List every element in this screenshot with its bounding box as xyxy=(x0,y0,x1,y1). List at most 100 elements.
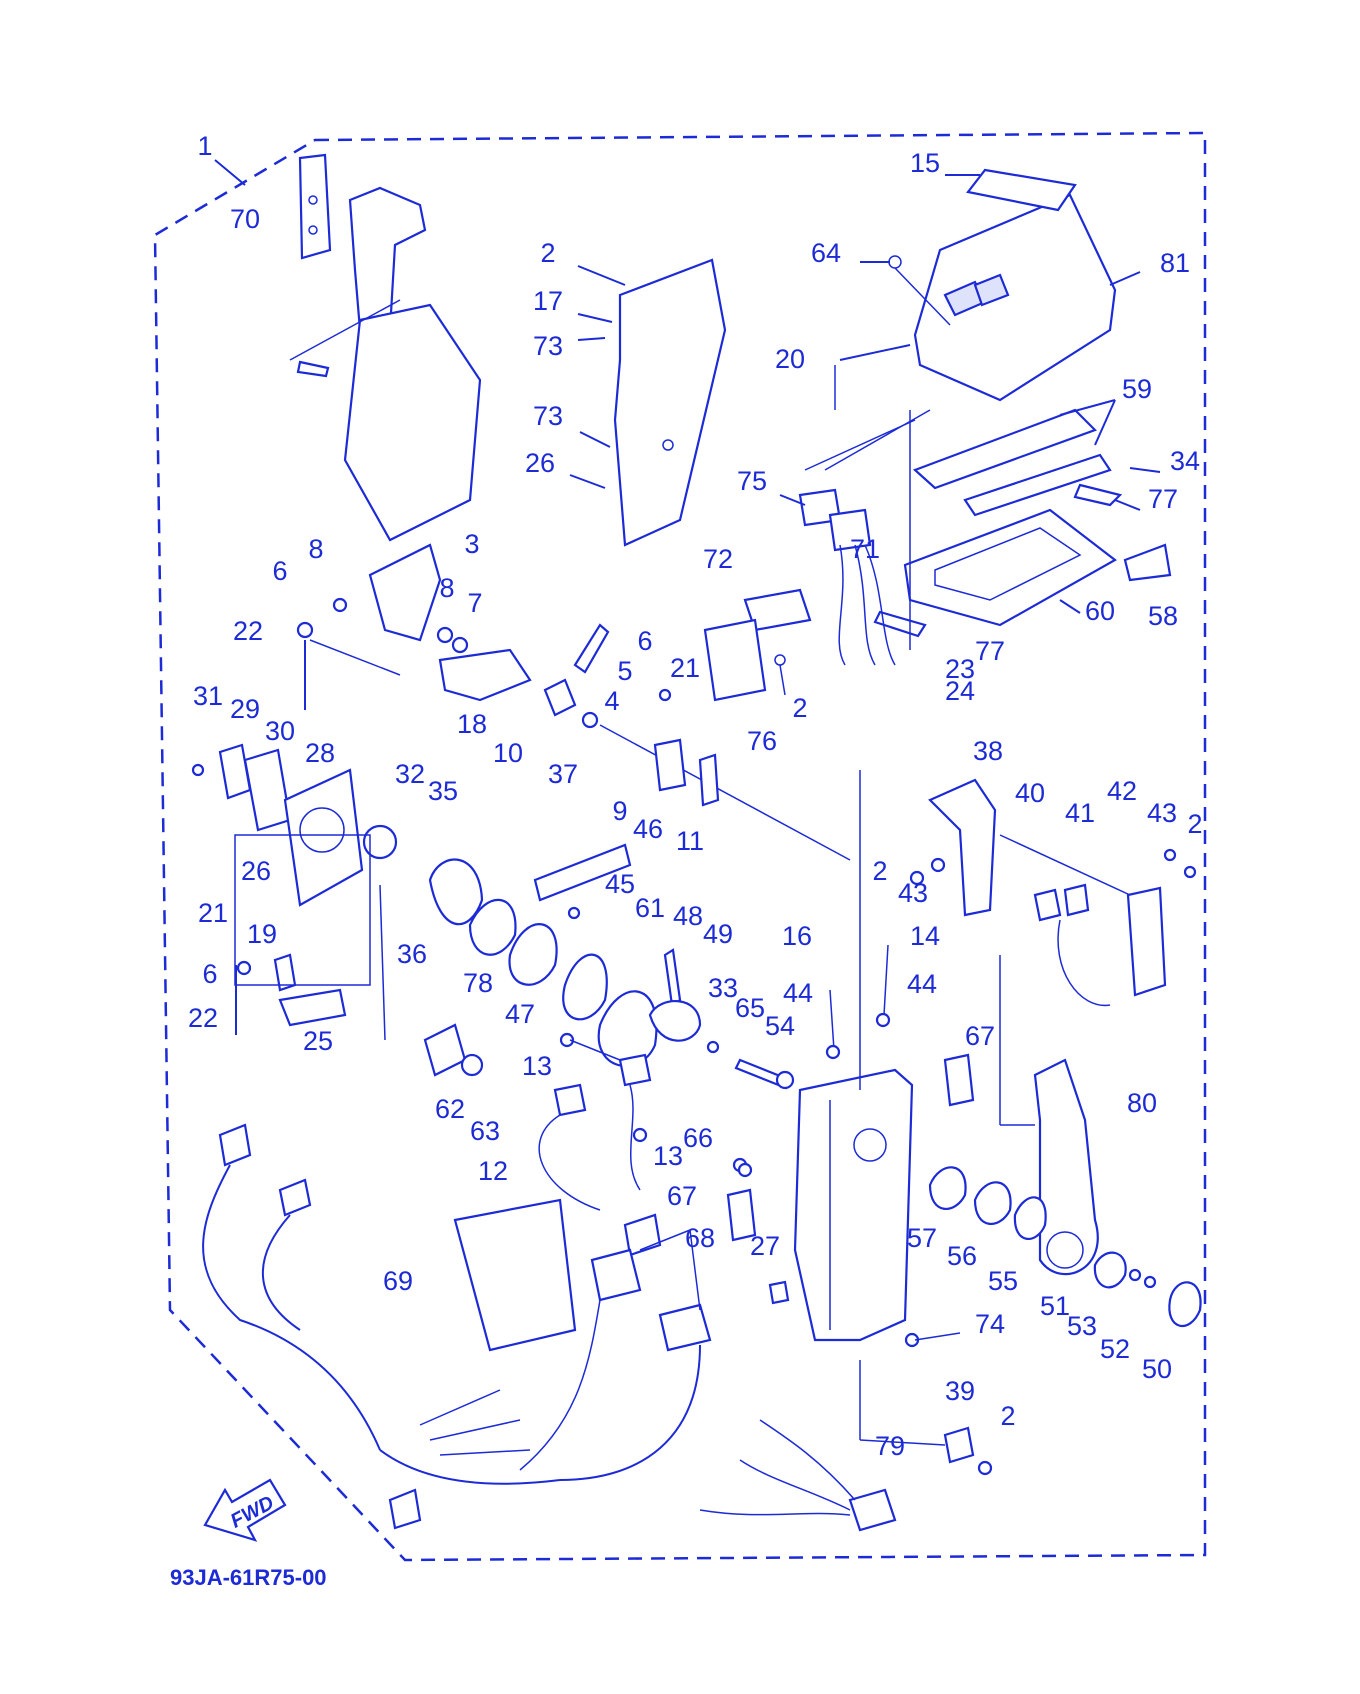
callout-c39: 39 xyxy=(945,1376,975,1406)
callout-c26a: 26 xyxy=(525,448,555,478)
callout-c12: 12 xyxy=(478,1156,508,1186)
callout-c16: 16 xyxy=(782,921,812,951)
callout-c51: 51 xyxy=(1040,1291,1070,1321)
handle-assembly xyxy=(289,153,482,542)
callout-c44b: 44 xyxy=(907,969,937,999)
callout-c55: 55 xyxy=(988,1266,1018,1296)
callout-c40: 40 xyxy=(1015,778,1045,808)
callout-c1: 1 xyxy=(197,131,212,161)
callout-c28: 28 xyxy=(305,738,335,768)
callout-c7: 7 xyxy=(467,588,482,618)
callout-c30: 30 xyxy=(265,716,295,746)
callout-c43a: 43 xyxy=(1147,798,1177,828)
callout-c62: 62 xyxy=(435,1094,465,1124)
callout-c8a: 8 xyxy=(308,534,323,564)
callout-c14: 14 xyxy=(910,921,940,951)
callout-c63: 63 xyxy=(470,1116,500,1146)
callout-c32: 32 xyxy=(395,759,425,789)
shift-linkage xyxy=(296,543,851,861)
housing-stack xyxy=(191,743,658,1077)
callout-c19: 19 xyxy=(247,919,277,949)
callout-c2b: 2 xyxy=(792,693,807,723)
mounting-plate xyxy=(569,258,727,547)
callout-c18: 18 xyxy=(457,709,487,739)
callout-c75: 75 xyxy=(737,466,767,496)
callout-c45: 45 xyxy=(605,869,635,899)
callout-c22a: 22 xyxy=(233,616,263,646)
callout-c6c: 6 xyxy=(202,959,217,989)
callout-c47: 47 xyxy=(505,999,535,1029)
callout-c58: 58 xyxy=(1148,601,1178,631)
callout-c57: 57 xyxy=(907,1223,937,1253)
callout-c15: 15 xyxy=(910,148,940,178)
callout-c70: 70 xyxy=(230,204,260,234)
callout-c2d: 2 xyxy=(872,856,887,886)
callout-c2a: 2 xyxy=(540,238,555,268)
fwd-arrow: FWD xyxy=(203,1478,287,1542)
callout-c34: 34 xyxy=(1170,446,1200,476)
callout-c13b: 13 xyxy=(653,1141,683,1171)
right-lever xyxy=(909,778,1197,1007)
callout-c73b: 73 xyxy=(533,401,563,431)
callout-c17: 17 xyxy=(533,286,563,316)
callout-c21a: 21 xyxy=(670,653,700,683)
callout-c27: 27 xyxy=(750,1231,780,1261)
callout-c69: 69 xyxy=(383,1266,413,1296)
callout-c21b: 21 xyxy=(198,898,228,928)
callout-c4: 4 xyxy=(604,686,619,716)
callout-c54: 54 xyxy=(765,1011,795,1041)
drawing-code: 93JA-61R75-00 xyxy=(170,1565,327,1590)
callout-c80: 80 xyxy=(1127,1088,1157,1118)
callout-c25: 25 xyxy=(303,1026,333,1056)
callout-c35: 35 xyxy=(428,776,458,806)
callout-c9: 9 xyxy=(612,796,627,826)
callout-c68: 68 xyxy=(685,1223,715,1253)
callout-c53: 53 xyxy=(1067,1311,1097,1341)
callout-c26b: 26 xyxy=(241,856,271,886)
callout-c49: 49 xyxy=(703,919,733,949)
callout-c6b: 6 xyxy=(637,626,652,656)
callout-c61: 61 xyxy=(635,893,665,923)
switch-assembly xyxy=(703,344,931,702)
callout-c22b: 22 xyxy=(188,1003,218,1033)
callout-c20: 20 xyxy=(775,344,805,374)
callout-c48: 48 xyxy=(673,901,703,931)
callout-c10: 10 xyxy=(493,738,523,768)
wiring-harness xyxy=(202,1123,701,1530)
callout-c8b: 8 xyxy=(439,573,454,603)
callout-c42: 42 xyxy=(1107,776,1137,806)
callout-c81: 81 xyxy=(1160,248,1190,278)
assembly-boundary xyxy=(153,131,1207,1562)
callout-c64: 64 xyxy=(811,238,841,268)
callout-c79: 79 xyxy=(875,1431,905,1461)
callout-c38: 38 xyxy=(973,736,1003,766)
callout-c59: 59 xyxy=(1122,374,1152,404)
callout-c41: 41 xyxy=(1065,798,1095,828)
callout-c74: 74 xyxy=(975,1309,1005,1339)
control-arm xyxy=(928,955,1202,1328)
callout-c77a: 77 xyxy=(1148,484,1178,514)
leader-1 xyxy=(214,159,246,186)
main-body xyxy=(726,770,975,1348)
callout-c3: 3 xyxy=(464,529,479,559)
callout-c2c: 2 xyxy=(1187,809,1202,839)
callout-c67b: 67 xyxy=(667,1181,697,1211)
callout-c23: 23 xyxy=(945,654,975,684)
top-cover xyxy=(860,168,1141,402)
callout-c78: 78 xyxy=(463,968,493,998)
callout-c76: 76 xyxy=(747,726,777,756)
callout-c29: 29 xyxy=(230,694,260,724)
callout-c5: 5 xyxy=(617,656,632,686)
callout-c50: 50 xyxy=(1142,1354,1172,1384)
callout-c24: 24 xyxy=(945,676,975,706)
callout-c37: 37 xyxy=(548,759,578,789)
callout-c60: 60 xyxy=(1085,596,1115,626)
base-rails xyxy=(873,399,1172,638)
lower-wiring xyxy=(699,1360,993,1532)
callout-c2e: 2 xyxy=(1000,1401,1015,1431)
callout-c66: 66 xyxy=(683,1123,713,1153)
callout-c65: 65 xyxy=(735,993,765,1023)
callout-c44a: 44 xyxy=(783,978,813,1008)
